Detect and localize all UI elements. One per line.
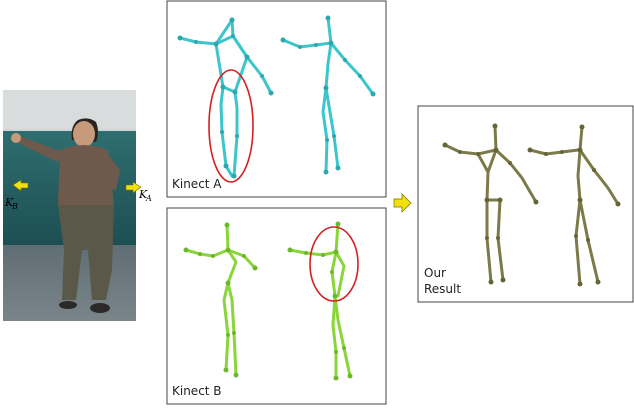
kinect-b-panel: Kinect B bbox=[167, 208, 386, 404]
result-label-line2: Result bbox=[424, 282, 461, 296]
result-label-line1: Our bbox=[424, 266, 446, 280]
kinect-a-photo-sub: A bbox=[145, 194, 152, 203]
result-panel: Our Result bbox=[418, 106, 633, 302]
photo-panel: K B K A bbox=[3, 90, 152, 321]
kinect-b-label: Kinect B bbox=[172, 384, 222, 398]
kinect-a-panel: Kinect A bbox=[167, 1, 386, 197]
kinect-b-photo-sub: B bbox=[11, 202, 18, 211]
result-arrow-icon bbox=[394, 194, 411, 212]
kinect-a-label: Kinect A bbox=[172, 177, 222, 191]
